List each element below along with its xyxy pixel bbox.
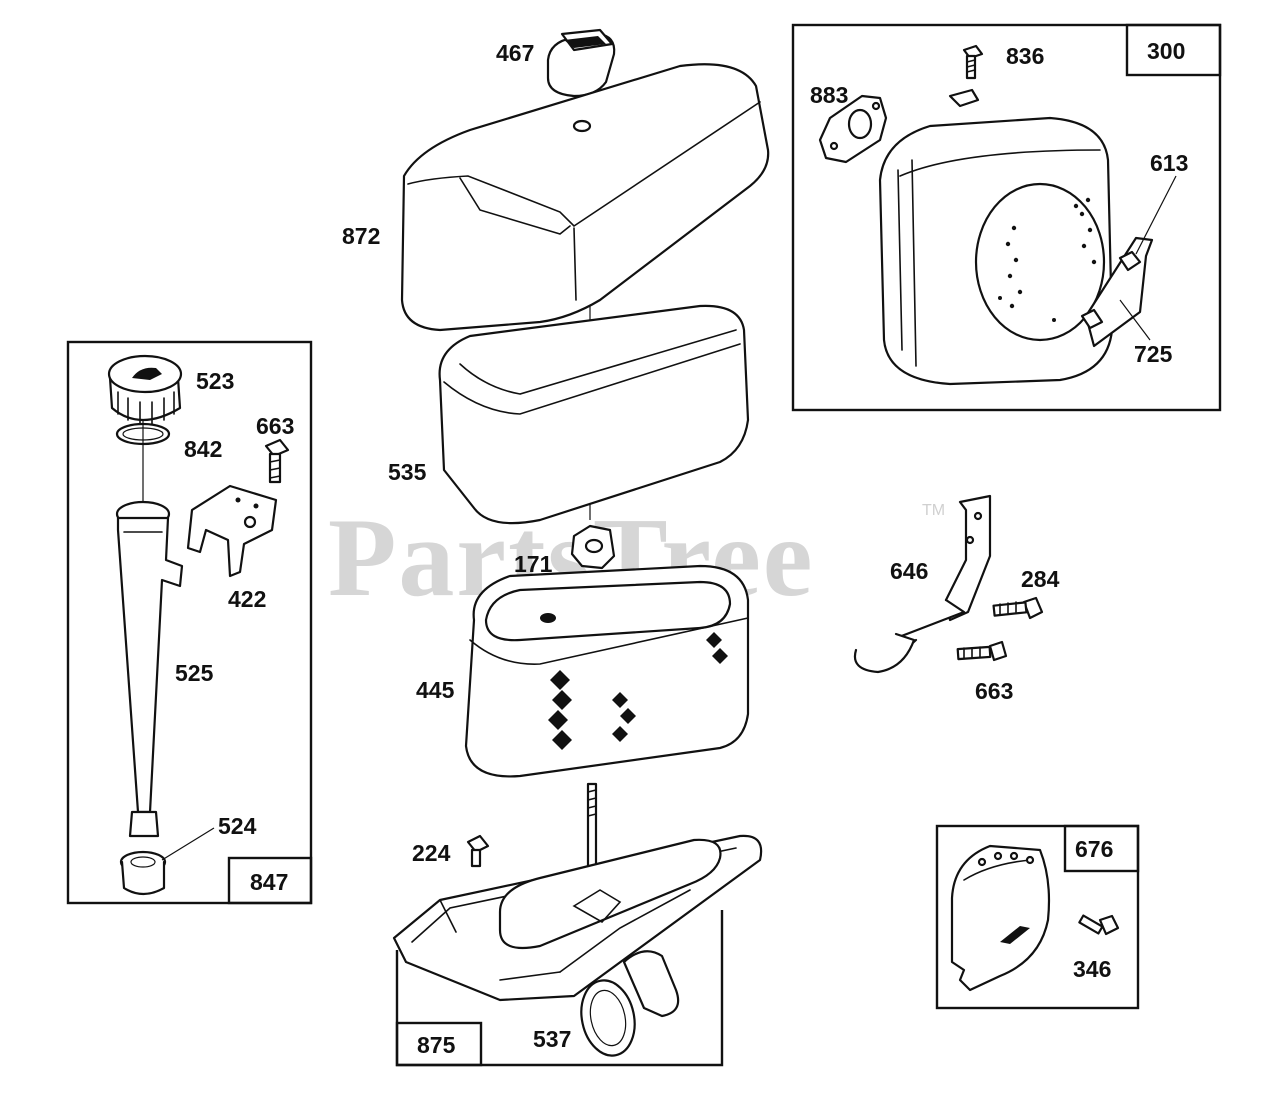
- callout-663-b[interactable]: 663: [975, 678, 1013, 704]
- callout-883[interactable]: 883: [810, 82, 848, 108]
- callout-613[interactable]: 613: [1150, 150, 1188, 176]
- callout-524-leader: [161, 827, 215, 861]
- kit-676-group: 676 346: [935, 824, 1140, 1010]
- kit-300-frame: [791, 23, 1222, 412]
- callout-646[interactable]: 646: [890, 558, 928, 584]
- part-284-screw[interactable]: [992, 596, 1044, 620]
- callout-663-a[interactable]: 663: [256, 413, 294, 439]
- kit-847-frame: [66, 340, 313, 905]
- kit-875-number: 875: [417, 1032, 456, 1058]
- part-663-screw-b[interactable]: [956, 640, 1008, 662]
- part-467-knob[interactable]: [546, 28, 616, 98]
- part-646-bracket[interactable]: [853, 494, 992, 674]
- part-422-bracket[interactable]: [186, 484, 278, 578]
- kit-875-group: 875 224 537: [392, 782, 763, 1067]
- part-524-grommet[interactable]: [119, 850, 167, 896]
- callout-842[interactable]: 842: [184, 436, 222, 462]
- callout-224[interactable]: 224: [412, 840, 451, 866]
- callout-725[interactable]: 725: [1134, 341, 1173, 367]
- part-676-guard[interactable]: [950, 844, 1051, 992]
- kit-676-number-box[interactable]: [1063, 824, 1140, 873]
- callout-346[interactable]: 346: [1073, 956, 1111, 982]
- watermark-trademark: TM: [922, 502, 945, 519]
- kit-875-number-box[interactable]: [395, 1021, 483, 1067]
- callout-523[interactable]: 523: [196, 368, 234, 394]
- kit-676-frame: [935, 824, 1140, 1010]
- part-883-gasket[interactable]: [818, 94, 888, 164]
- kit-847-number-box[interactable]: [227, 856, 313, 905]
- part-525-tube[interactable]: [115, 500, 184, 838]
- part-836-screw[interactable]: [962, 44, 984, 80]
- part-537-gasket[interactable]: [575, 950, 680, 1060]
- kit-300-number-box[interactable]: [1125, 23, 1222, 77]
- kit-847-group: 847: [66, 340, 313, 905]
- callout-524[interactable]: 524: [218, 813, 257, 839]
- part-875-base[interactable]: [392, 834, 763, 1002]
- part-872-cover[interactable]: [400, 63, 770, 332]
- part-663-screw-a[interactable]: [264, 438, 290, 484]
- callout-171[interactable]: 171: [514, 551, 553, 577]
- part-523-cap[interactable]: [107, 354, 183, 425]
- kit-300-number: 300: [1147, 38, 1185, 64]
- kit-300-group: 300: [791, 23, 1222, 412]
- callout-872[interactable]: 872: [342, 223, 380, 249]
- callout-284[interactable]: 284: [1021, 566, 1060, 592]
- part-171-nut[interactable]: [570, 524, 616, 570]
- callout-836[interactable]: 836: [1006, 43, 1044, 69]
- part-346-screw[interactable]: [1078, 914, 1120, 936]
- callout-535[interactable]: 535: [388, 459, 427, 485]
- callout-467[interactable]: 467: [496, 40, 534, 66]
- part-224-screw[interactable]: [466, 834, 490, 868]
- callout-422[interactable]: 422: [228, 586, 266, 612]
- callout-445[interactable]: 445: [416, 677, 455, 703]
- callout-525[interactable]: 525: [175, 660, 214, 686]
- kit-847-number: 847: [250, 869, 288, 895]
- part-445-filter[interactable]: [464, 564, 750, 778]
- kit-676-number: 676: [1075, 836, 1113, 862]
- callout-537[interactable]: 537: [533, 1026, 571, 1052]
- part-535-precleaner[interactable]: [438, 304, 750, 525]
- kit-875-frame: [395, 910, 724, 1067]
- part-300-muffler[interactable]: [878, 88, 1154, 386]
